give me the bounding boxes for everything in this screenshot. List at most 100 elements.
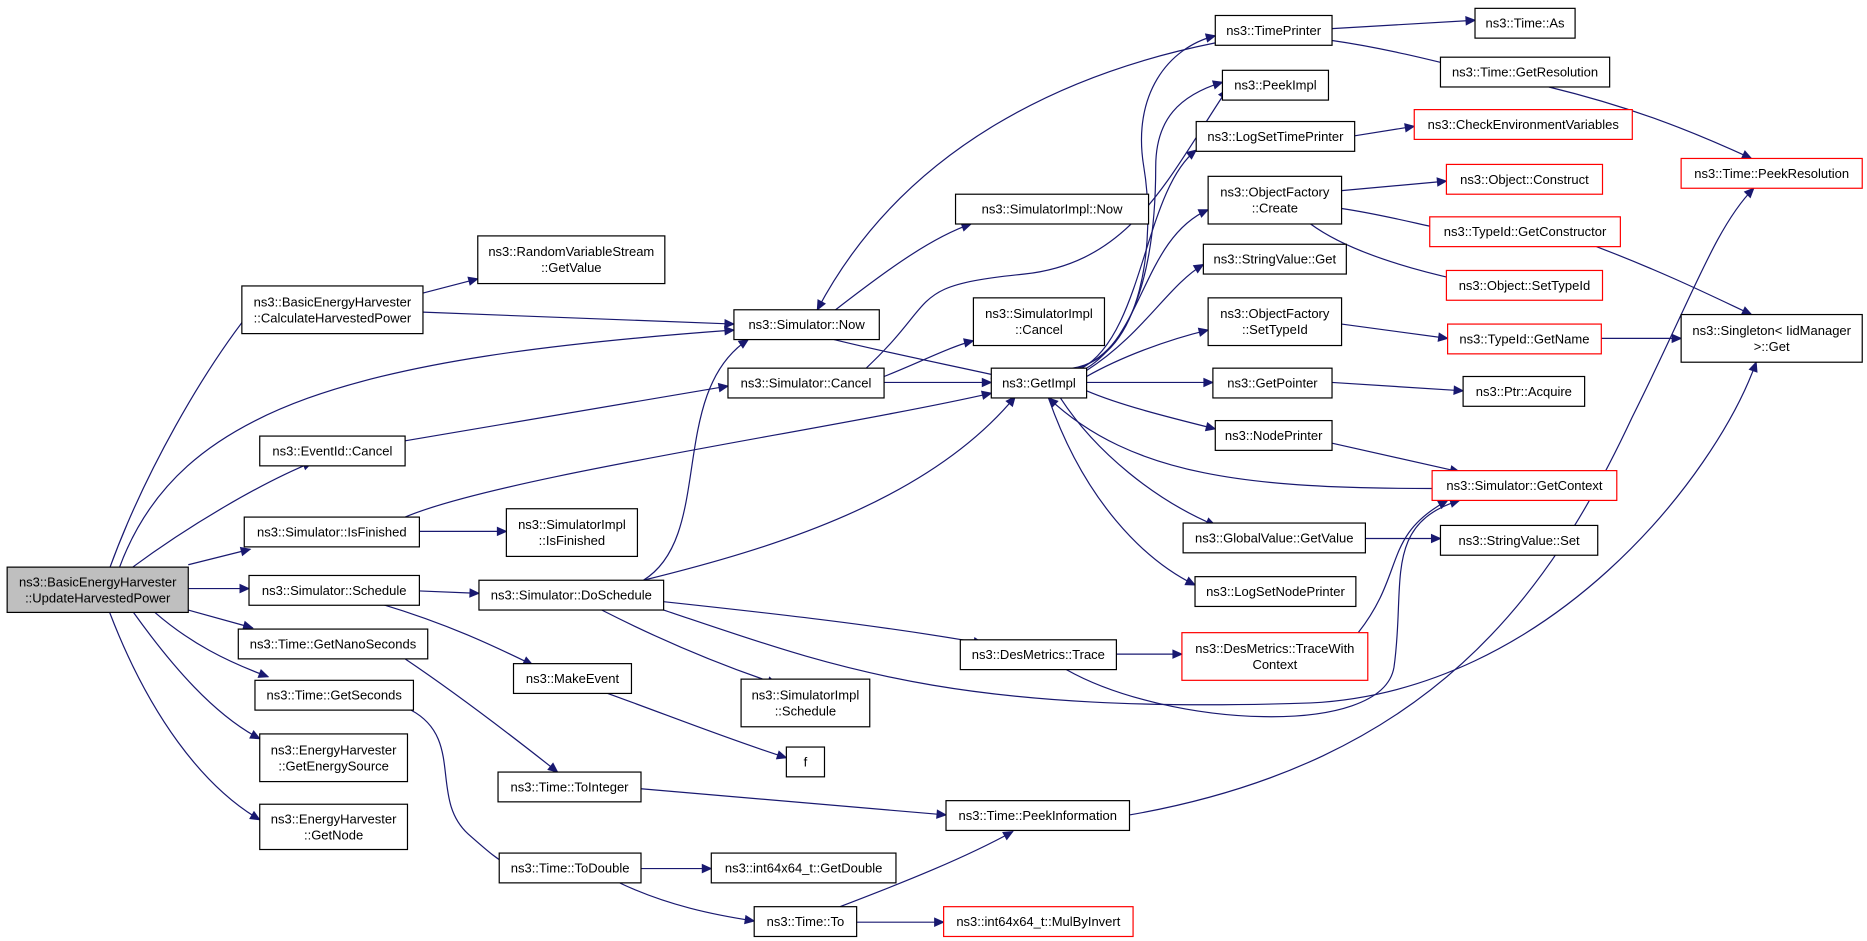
node-label: ns3::ObjectFactory (1220, 185, 1330, 200)
node-calc[interactable]: ns3::BasicEnergyHarvester::CalculateHarv… (241, 285, 424, 335)
node-desmetrics[interactable]: ns3::DesMetrics::Trace (959, 639, 1117, 671)
node-ofsettid[interactable]: ns3::ObjectFactory::SetTypeId (1207, 297, 1343, 347)
edge-line (883, 340, 974, 378)
edge-simcancel-to-implcancel (883, 338, 975, 378)
node-settypeid[interactable]: ns3::Object::SetTypeId (1445, 269, 1604, 301)
arrowhead-icon (1671, 333, 1683, 344)
arrowhead-icon (1005, 395, 1016, 408)
node-label: ns3::Simulator::Schedule (262, 583, 407, 598)
node-strset[interactable]: ns3::StringValue::Set (1439, 524, 1599, 556)
arrowhead-icon (1436, 177, 1448, 187)
node-getnode[interactable]: ns3::EnergyHarvester::GetNode (259, 803, 409, 851)
node-label: ns3::EventId::Cancel (272, 443, 392, 458)
node-box (498, 852, 642, 884)
node-singleton[interactable]: ns3::Singleton< IidManager>::Get (1680, 313, 1863, 363)
edge-getimpl-to-logsettp (1081, 149, 1198, 369)
edge-line (404, 392, 992, 518)
node-gvgetvalue[interactable]: ns3::GlobalValue::GetValue (1182, 522, 1366, 554)
edge-line (188, 548, 251, 566)
node-mulbyinv[interactable]: ns3::int64x64_t::MulByInvert (943, 906, 1134, 938)
edge-line (833, 223, 972, 312)
node-getres[interactable]: ns3::Time::GetResolution (1439, 56, 1611, 88)
node-box (1221, 69, 1330, 101)
node-timeas[interactable]: ns3::Time::As (1474, 7, 1576, 39)
node-nodeprinter[interactable]: ns3::NodePrinter (1214, 419, 1333, 451)
node-tointeger[interactable]: ns3::Time::ToInteger (497, 771, 642, 803)
node-todouble[interactable]: ns3::Time::ToDouble (498, 852, 642, 884)
node-box (478, 579, 665, 611)
edge-timeto-to-peekinfo (839, 831, 1014, 908)
edge-line (1341, 323, 1448, 339)
node-box (727, 367, 885, 399)
node-getnano[interactable]: ns3::Time::GetNanoSeconds (237, 628, 429, 660)
node-getcontext[interactable]: ns3::Simulator::GetContext (1431, 470, 1618, 502)
node-getctor[interactable]: ns3::TypeId::GetConstructor (1429, 216, 1621, 248)
node-rvs[interactable]: ns3::RandomVariableStream::GetValue (477, 235, 666, 285)
edge-line (607, 692, 787, 759)
node-simnow[interactable]: ns3::Simulator::Now (733, 309, 880, 341)
node-checkenv[interactable]: ns3::CheckEnvironmentVariables (1413, 109, 1633, 141)
edge-line (1086, 390, 1216, 430)
node-peekinfo[interactable]: ns3::Time::PeekInformation (945, 800, 1131, 832)
arrowhead-icon (981, 377, 993, 388)
node-label: ::GetValue (541, 260, 601, 275)
node-box (477, 235, 666, 285)
node-peekimpl[interactable]: ns3::PeekImpl (1221, 69, 1330, 101)
arrowhead-icon (934, 917, 945, 927)
node-label: ns3::Simulator::Now (748, 317, 865, 332)
edge-isfin-to-getimpl (404, 390, 993, 518)
edge-root-to-getenergysrc (132, 612, 261, 740)
node-strget[interactable]: ns3::StringValue::Get (1202, 243, 1347, 275)
node-peekres[interactable]: ns3::Time::PeekResolution (1680, 157, 1863, 189)
arrowhead-icon (724, 325, 736, 336)
node-timeprinter[interactable]: ns3::TimePrinter (1214, 14, 1333, 46)
node-f[interactable]: f (785, 746, 826, 778)
node-getdouble[interactable]: ns3::int64x64_t::GetDouble (710, 852, 897, 884)
node-box (990, 367, 1088, 399)
node-label: ::IsFinished (539, 533, 605, 548)
node-implnow[interactable]: ns3::SimulatorImpl::Now (954, 193, 1150, 225)
node-box (1439, 524, 1599, 556)
node-label: ns3::Time::ToDouble (511, 860, 630, 875)
edge-dosched-to-simnow (643, 338, 750, 581)
edge-line (1332, 381, 1464, 392)
node-label: ns3::PeekImpl (1234, 78, 1316, 93)
node-tidgetname[interactable]: ns3::TypeId::GetName (1447, 323, 1602, 355)
node-implisfin[interactable]: ns3::SimulatorImpl::IsFinished (505, 508, 639, 558)
node-implsched[interactable]: ns3::SimulatorImpl::Schedule (740, 678, 871, 728)
arrowhead-icon (467, 276, 479, 286)
node-timeto[interactable]: ns3::Time::To (753, 906, 858, 938)
node-getimpl[interactable]: ns3::GetImpl (990, 367, 1088, 399)
node-schedule[interactable]: ns3::Simulator::Schedule (248, 574, 420, 606)
node-logsetnp[interactable]: ns3::LogSetNodePrinter (1194, 576, 1357, 608)
node-getsec[interactable]: ns3::Time::GetSeconds (254, 679, 415, 711)
edge-getctor-to-singleton (1596, 246, 1753, 316)
node-ptracquire[interactable]: ns3::Ptr::Acquire (1462, 375, 1586, 407)
arrowhead-icon (1002, 831, 1014, 841)
node-evcancel[interactable]: ns3::EventId::Cancel (259, 435, 406, 467)
node-ofcreate[interactable]: ns3::ObjectFactory::Create (1207, 175, 1343, 225)
node-implcancel[interactable]: ns3::SimulatorImpl::Cancel (972, 297, 1106, 347)
arrowhead-icon (1748, 361, 1758, 373)
node-label: ns3::GetImpl (1002, 376, 1076, 391)
node-label: ns3::CheckEnvironmentVariables (1428, 117, 1620, 132)
node-objconstruct[interactable]: ns3::Object::Construct (1445, 163, 1604, 195)
edge-line (816, 42, 1216, 311)
node-isfin[interactable]: ns3::Simulator::IsFinished (243, 516, 420, 548)
node-makeevent[interactable]: ns3::MakeEvent (512, 663, 633, 695)
arrowhead-icon (816, 299, 826, 311)
node-logsettp[interactable]: ns3::LogSetTimePrinter (1195, 120, 1356, 152)
arrowhead-icon (701, 863, 713, 874)
node-simcancel[interactable]: ns3::Simulator::Cancel (727, 367, 885, 399)
edge-desmetrics-to-tracewctx (1116, 649, 1184, 659)
node-getptr[interactable]: ns3::GetPointer (1212, 367, 1333, 399)
node-box (785, 746, 826, 778)
node-getenergysrc[interactable]: ns3::EnergyHarvester::GetEnergySource (259, 733, 409, 783)
node-label: ::Create (1252, 201, 1298, 216)
arrowhead-icon (1743, 187, 1755, 199)
node-dosched[interactable]: ns3::Simulator::DoSchedule (478, 579, 665, 611)
edge-line (381, 603, 533, 666)
node-label: ns3::SimulatorImpl (518, 517, 626, 532)
